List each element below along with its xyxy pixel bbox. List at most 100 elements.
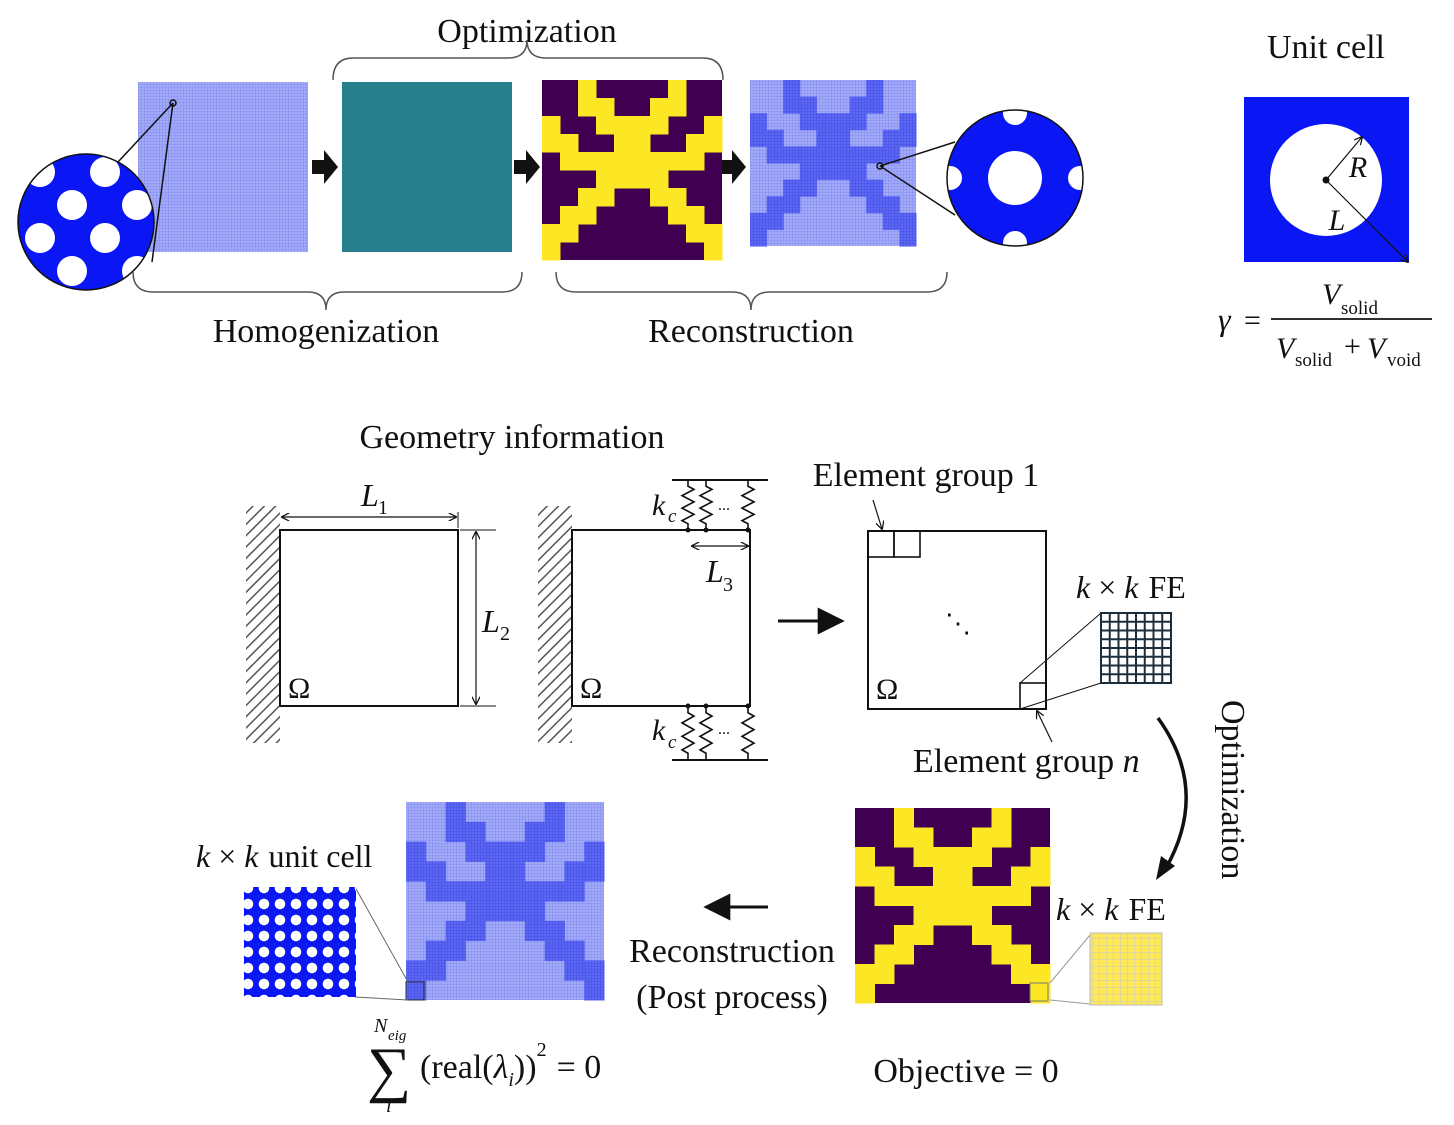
design-cell-solid <box>668 188 687 207</box>
design-cell-solid <box>704 224 723 243</box>
sum-expression: (real(λi))2= 0 <box>420 1039 601 1091</box>
reconstruction-cell-dense <box>465 881 486 902</box>
sum-symbol: ∑ <box>367 1036 411 1104</box>
design-cell-solid <box>596 116 615 135</box>
design-cell-solid <box>668 98 687 117</box>
fixed-wall-hatch-2 <box>538 506 572 743</box>
design-cell-solid <box>686 206 705 225</box>
reconstruction-cell-dense <box>485 861 506 882</box>
reconstruction-cell-dense <box>465 841 486 862</box>
spring <box>698 480 714 530</box>
design-cell-solid <box>972 905 992 926</box>
reconstruction-cell-dense <box>584 841 605 862</box>
L2-subscript: 2 <box>500 623 510 645</box>
objective-label: Objective = 0 <box>873 1053 1058 1090</box>
denominator-subscript-2: void <box>1387 350 1421 371</box>
reconstruction-cell-dense <box>425 940 447 961</box>
unit-cell-zoom-line <box>354 886 409 983</box>
reconstruction-cell-dense <box>882 129 900 147</box>
design-cell-solid <box>596 188 615 207</box>
fe-text: FE <box>1148 569 1185 605</box>
reconstruction-cell-dense <box>783 146 801 164</box>
spring-node <box>745 527 751 533</box>
reconstruction-cell-dense <box>445 802 466 823</box>
design-cell-solid <box>650 170 669 189</box>
design-cell-solid <box>952 866 973 887</box>
kc-bottom-c: c <box>668 732 677 753</box>
reconstruction-cell-dense <box>882 196 900 214</box>
spring-node <box>685 527 691 533</box>
design-cell-solid <box>542 134 561 153</box>
optimized-design-bottom <box>855 808 1051 1004</box>
real-open: (real( <box>420 1049 494 1086</box>
reconstruction-cell-dense <box>766 212 784 230</box>
fe-mesh-grid <box>1100 612 1172 684</box>
design-cell-solid <box>632 134 651 153</box>
kc-top-k: k <box>652 489 666 522</box>
reconstruction-cell-dense <box>465 821 486 843</box>
reconstruction-cell-dense <box>816 113 834 131</box>
gamma-equals: = <box>1244 304 1261 337</box>
reconstruction-cell-dense <box>849 96 867 114</box>
reconstruction-top-label: Reconstruction <box>648 313 854 350</box>
reconstruction-cell-dense <box>564 861 585 882</box>
design-cell-solid <box>913 827 934 848</box>
design-cell-solid <box>874 866 895 887</box>
design-cell-solid <box>614 170 633 189</box>
reconstruction-cell-dense <box>445 940 466 961</box>
times-sign: × <box>1098 569 1116 605</box>
reconstruction-cell-dense <box>524 901 546 922</box>
design-cell-solid <box>894 925 914 945</box>
reconstruction-cell-dense <box>866 196 884 214</box>
reconstruction-cell-dense <box>465 920 486 942</box>
optimized-design-top <box>542 80 723 261</box>
design-cell-solid <box>913 905 934 926</box>
post-process-label: (Post process) <box>636 979 828 1016</box>
unit-cell-zoom-line <box>354 996 409 1001</box>
spring <box>680 706 696 760</box>
reconstructed-design-top <box>750 80 917 247</box>
unit-cell-text: unit cell <box>268 838 372 874</box>
yellow-fe-grid <box>1089 932 1163 1006</box>
reconstruction-cell-dense <box>425 881 447 902</box>
plus-sign: + <box>1344 330 1361 363</box>
gamma-symbol: γ <box>1218 301 1232 337</box>
design-cell-solid <box>972 886 992 906</box>
design-cell-solid <box>614 152 633 171</box>
reconstruction-cell-dense <box>564 881 585 902</box>
reconstruction-cell-dense <box>899 129 917 147</box>
reconstruction-cell-dense <box>783 80 801 98</box>
design-cell-solid <box>596 152 615 171</box>
element-group-box-n <box>1019 682 1047 710</box>
reconstruction-cell-dense <box>816 146 834 164</box>
optimization-arrowhead <box>1156 856 1175 880</box>
design-cell-solid <box>596 170 615 189</box>
flow-arrow-1 <box>312 150 338 184</box>
design-cell-solid <box>542 116 561 135</box>
zoom-point <box>169 99 177 107</box>
reconstruction-cell-dense <box>750 229 768 247</box>
geometry-information-label: Geometry information <box>360 419 665 456</box>
k-var: k <box>1056 891 1071 927</box>
reconstruction-cell-dense <box>505 841 526 862</box>
design-cell-solid <box>560 152 579 171</box>
reconstruction-cell-dense <box>544 881 565 902</box>
design-cell-solid <box>933 886 953 906</box>
element-group-n-var: n <box>1123 743 1140 780</box>
spring <box>740 706 756 760</box>
kc-bottom-k: k <box>652 714 666 747</box>
homogenized-grid <box>138 82 308 252</box>
initial-design-square <box>342 82 512 252</box>
reconstruction-cell-dense <box>465 901 486 922</box>
design-cell-solid <box>972 847 992 867</box>
optimization-brace <box>332 39 724 81</box>
design-cell-solid <box>1030 983 1051 1004</box>
design-cell-solid <box>855 964 875 984</box>
reconstruction-cell-dense <box>406 960 427 981</box>
design-cell-solid <box>686 134 705 153</box>
reconstruction-cell-dense <box>505 881 526 902</box>
design-cell-solid <box>650 152 669 171</box>
reconstruction-cell-dense <box>485 901 506 922</box>
